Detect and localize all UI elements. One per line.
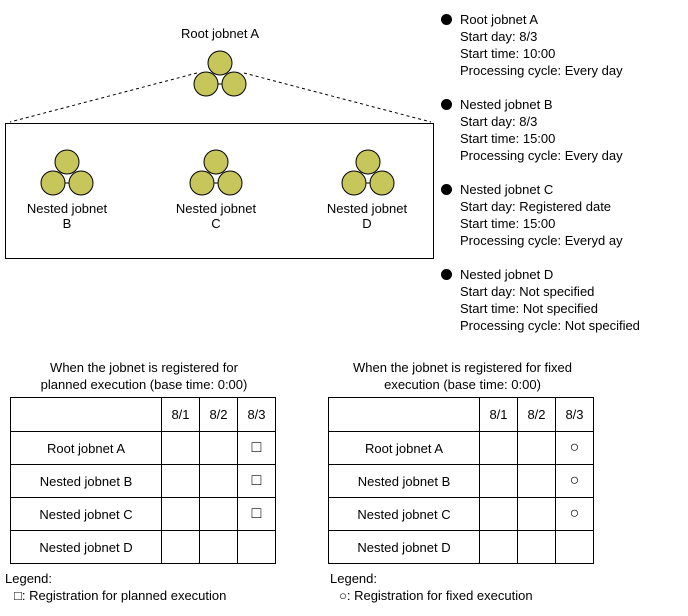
cell-8-3: □ bbox=[237, 497, 276, 531]
row-label: Nested jobnet D bbox=[10, 530, 162, 564]
legend-title: Legend: bbox=[5, 571, 52, 586]
table-row: Nested jobnet B ○ bbox=[328, 464, 594, 498]
table-row: Root jobnet A ○ bbox=[328, 431, 594, 465]
detail-start-day: Start day: Registered date bbox=[460, 199, 612, 214]
detail-title: Nested jobnet B bbox=[460, 97, 553, 112]
legend-title: Legend: bbox=[330, 571, 377, 586]
table-row: Nested jobnet D bbox=[328, 530, 594, 564]
column-header: 8/2 bbox=[199, 397, 238, 432]
cell-8-2 bbox=[199, 497, 238, 531]
bullet-icon bbox=[441, 14, 452, 25]
row-label: Root jobnet A bbox=[328, 431, 480, 465]
bullet-icon bbox=[441, 184, 452, 195]
cell-8-2 bbox=[199, 464, 238, 498]
detail-start-time: Start time: 15:00 bbox=[460, 131, 556, 146]
row-label: Nested jobnet B bbox=[10, 464, 162, 498]
cell-8-1 bbox=[479, 530, 518, 564]
detail-start-day: Start day: Not specified bbox=[460, 284, 595, 299]
jobnet-icon bbox=[189, 149, 243, 196]
cell-8-1 bbox=[479, 497, 518, 531]
row-label: Nested jobnet C bbox=[328, 497, 480, 531]
cell-8-3: ○ bbox=[555, 497, 594, 531]
table-row: Nested jobnet D bbox=[10, 530, 276, 564]
planned-legend: Legend: □: Registration for planned exec… bbox=[5, 570, 226, 604]
connector-dotted-left bbox=[9, 72, 198, 123]
table-row: Nested jobnet C ○ bbox=[328, 497, 594, 531]
cell-8-3: ○ bbox=[555, 464, 594, 498]
detail-title: Root jobnet A bbox=[460, 12, 539, 27]
jobnet-icon bbox=[40, 149, 94, 196]
cell-8-1 bbox=[479, 464, 518, 498]
detail-nested-jobnet-d: Nested jobnet D Start day: Not specified… bbox=[441, 266, 687, 334]
cell-8-3: □ bbox=[237, 464, 276, 498]
cell-8-1 bbox=[161, 497, 200, 531]
nested-jobnets-box bbox=[5, 123, 434, 259]
cell-8-3 bbox=[237, 530, 276, 564]
cell-8-3 bbox=[555, 530, 594, 564]
detail-nested-jobnet-c: Nested jobnet C Start day: Registered da… bbox=[441, 181, 687, 249]
row-label: Nested jobnet C bbox=[10, 497, 162, 531]
column-header: 8/3 bbox=[237, 397, 276, 432]
jobnet-icon bbox=[341, 149, 395, 196]
cell-8-2 bbox=[517, 431, 556, 465]
bullet-icon bbox=[441, 269, 452, 280]
column-header: 8/3 bbox=[555, 397, 594, 432]
fixed-legend: Legend: ○: Registration for fixed execut… bbox=[330, 570, 533, 604]
detail-nested-jobnet-b: Nested jobnet B Start day: 8/3 Start tim… bbox=[441, 96, 687, 164]
cell-8-3: □ bbox=[237, 431, 276, 465]
cell-8-2 bbox=[517, 497, 556, 531]
cell-8-1 bbox=[161, 431, 200, 465]
fixed-table-title: When the jobnet is registered for fixed … bbox=[353, 360, 572, 392]
row-label: Nested jobnet D bbox=[328, 530, 480, 564]
legend-entry: ○: Registration for fixed execution bbox=[339, 588, 533, 603]
planned-execution-table: 8/1 8/2 8/3 Root jobnet A □ Nested jobne… bbox=[10, 397, 276, 564]
row-label: Root jobnet A bbox=[10, 431, 162, 465]
corner-cell bbox=[10, 397, 162, 432]
table-header-row: 8/1 8/2 8/3 bbox=[10, 397, 276, 432]
table-row: Root jobnet A □ bbox=[10, 431, 276, 465]
table-row: Nested jobnet B □ bbox=[10, 464, 276, 498]
cell-8-2 bbox=[199, 431, 238, 465]
detail-title: Nested jobnet D bbox=[460, 267, 554, 282]
detail-start-day: Start day: 8/3 bbox=[460, 29, 538, 44]
cell-8-2 bbox=[517, 464, 556, 498]
cell-8-2 bbox=[199, 530, 238, 564]
detail-start-time: Start time: 15:00 bbox=[460, 216, 556, 231]
table-row: Nested jobnet C □ bbox=[10, 497, 276, 531]
cell-8-2 bbox=[517, 530, 556, 564]
detail-root-jobnet-a: Root jobnet A Start day: 8/3 Start time:… bbox=[441, 11, 687, 79]
detail-cycle: Processing cycle: Everyd ay bbox=[460, 233, 623, 248]
planned-table-title: When the jobnet is registered for planne… bbox=[40, 360, 248, 392]
column-header: 8/1 bbox=[479, 397, 518, 432]
cell-8-1 bbox=[479, 431, 518, 465]
connector-dotted-right bbox=[243, 72, 432, 123]
detail-start-time: Start time: 10:00 bbox=[460, 46, 556, 61]
nested-jobnet-d-label: Nested jobnet D bbox=[326, 201, 408, 231]
root-jobnet-label: Root jobnet A bbox=[180, 26, 260, 41]
cell-8-3: ○ bbox=[555, 431, 594, 465]
cell-8-1 bbox=[161, 530, 200, 564]
detail-start-day: Start day: 8/3 bbox=[460, 114, 538, 129]
fixed-execution-table: 8/1 8/2 8/3 Root jobnet A ○ Nested jobne… bbox=[328, 397, 594, 564]
detail-cycle: Processing cycle: Every day bbox=[460, 63, 623, 78]
detail-cycle: Processing cycle: Not specified bbox=[460, 318, 640, 333]
detail-title: Nested jobnet C bbox=[460, 182, 554, 197]
bullet-icon bbox=[441, 99, 452, 110]
jobnet-icon bbox=[193, 50, 247, 97]
detail-cycle: Processing cycle: Every day bbox=[460, 148, 623, 163]
detail-start-time: Start time: Not specified bbox=[460, 301, 598, 316]
corner-cell bbox=[328, 397, 480, 432]
cell-8-1 bbox=[161, 464, 200, 498]
column-header: 8/2 bbox=[517, 397, 556, 432]
nested-jobnet-c-label: Nested jobnet C bbox=[175, 201, 257, 231]
nested-jobnet-b-label: Nested jobnet B bbox=[26, 201, 108, 231]
row-label: Nested jobnet B bbox=[328, 464, 480, 498]
legend-entry: □: Registration for planned execution bbox=[14, 588, 227, 603]
column-header: 8/1 bbox=[161, 397, 200, 432]
table-header-row: 8/1 8/2 8/3 bbox=[328, 397, 594, 432]
